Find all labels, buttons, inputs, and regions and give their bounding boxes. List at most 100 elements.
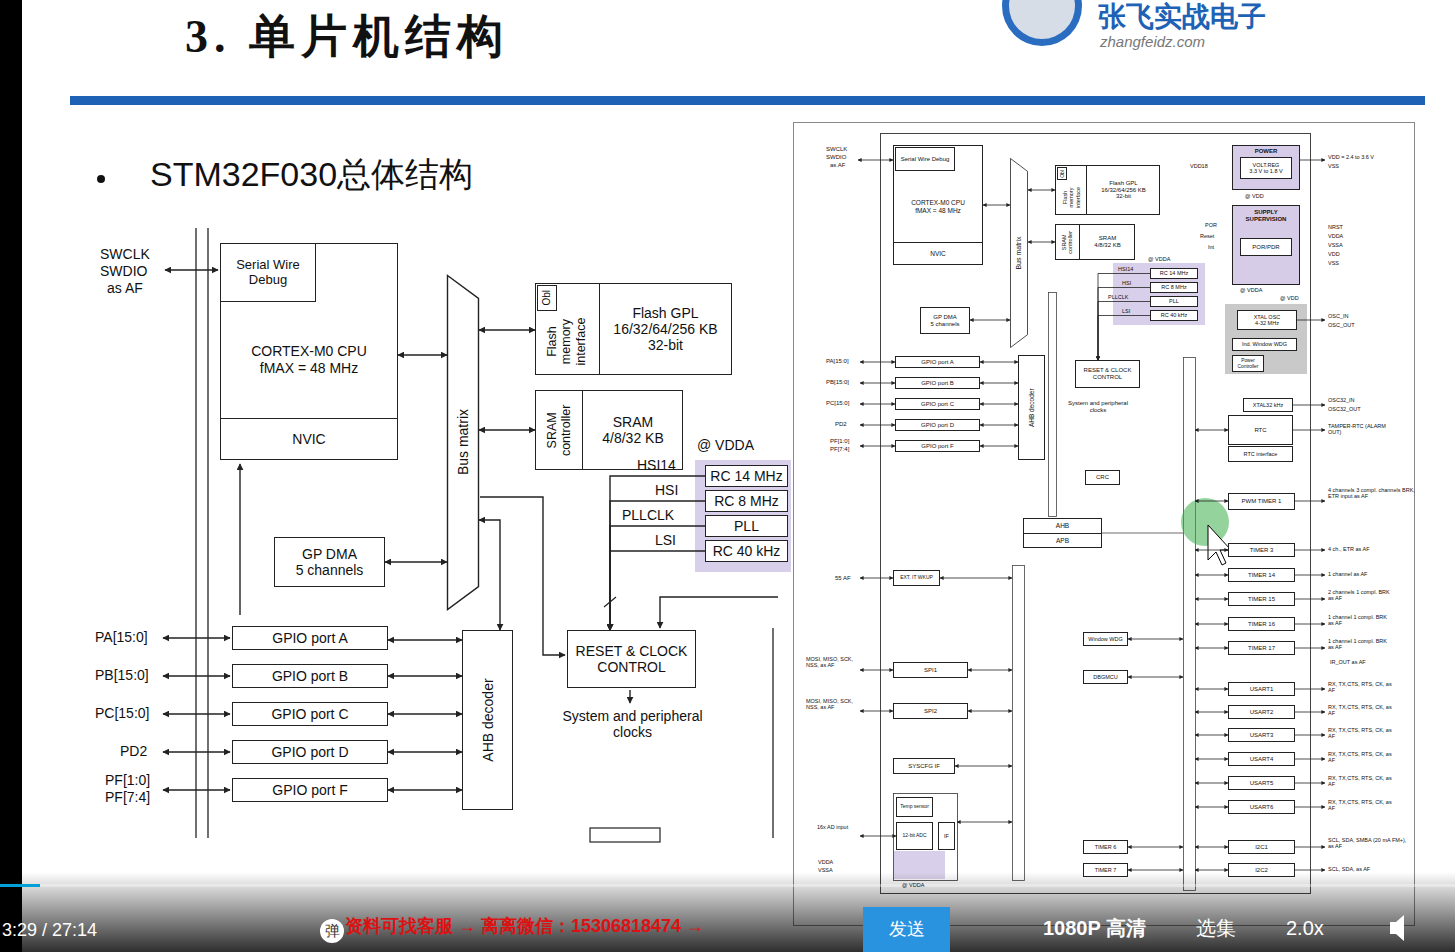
pin-name: PD2 <box>835 421 847 428</box>
pin-name: OSC_OUT <box>1328 322 1355 328</box>
note: System and peripheral clocks <box>550 708 715 740</box>
block-box: RESET & CLOCK CONTROL <box>1075 360 1140 388</box>
signal-arrow <box>1295 550 1325 551</box>
pin-name: MOSI, MISO, SCK, NSS, as AF <box>806 698 856 711</box>
pin-name: VSS <box>1328 260 1339 266</box>
block-box: SYSCFG IF <box>893 758 955 774</box>
block-label: SRAM controller <box>544 392 573 468</box>
block-box: GP DMA5 channels <box>920 307 970 334</box>
block-box: USART4 <box>1228 752 1295 766</box>
signal-arrow <box>1295 735 1325 736</box>
signal-arrow <box>1295 648 1325 649</box>
bus-connection <box>388 639 462 640</box>
block-box: Window WDG <box>1083 632 1128 646</box>
bus-connection <box>385 561 447 562</box>
block-label: AHB <box>1024 519 1101 533</box>
block-box: USART1 <box>1228 682 1295 696</box>
block-box: GPIO port B <box>895 377 980 389</box>
block-label: RC 14 MHz <box>710 468 782 484</box>
block-label: IF <box>944 833 949 839</box>
signal-arrow <box>1195 735 1228 736</box>
signal-arrow <box>860 383 895 384</box>
block-box: RTC interface <box>1228 446 1293 462</box>
block-label: RC 40 kHz <box>713 543 781 559</box>
block-box: XTAL32 kHz <box>1243 398 1293 412</box>
block-box: Flash memory interface <box>1055 165 1087 215</box>
signal-arrow <box>860 446 895 447</box>
signal-arrow <box>955 766 1012 767</box>
pin-name: OSC32_IN <box>1328 397 1355 403</box>
logo-ring <box>1002 0 1082 46</box>
block-label: Flash GPL <box>632 305 698 321</box>
block-label: Obl <box>541 287 553 309</box>
block-box: GPIO port C <box>232 702 388 726</box>
supply-label: @ VDDA <box>902 882 924 888</box>
signal-arrow <box>860 425 895 426</box>
block-label: I2C2 <box>1255 867 1268 874</box>
pin-name: PF[1:0] <box>105 772 150 788</box>
block-label: USART1 <box>1250 686 1274 693</box>
block-label: fMAX = 48 MHz <box>260 360 358 376</box>
block-box: GPIO port D <box>232 740 388 764</box>
block-box: POWERVOLT.REG3.3 V to 1.8 V <box>1232 145 1300 190</box>
pin-name: PC[15:0] <box>95 705 149 721</box>
block-label: Flash memory interface <box>545 312 588 372</box>
pin-name: SCL, SDA, SMBA (20 mA FM+), as AF <box>1328 837 1410 850</box>
block-box: GPIO port B <box>232 664 388 688</box>
signal-arrow <box>860 670 893 671</box>
clock-line <box>1098 274 1150 361</box>
block-box: TIMER 17 <box>1228 641 1295 655</box>
signal-arrow <box>1295 847 1325 848</box>
block-box: RC 40 kHz <box>1150 310 1198 321</box>
block-label: RTC interface <box>1244 451 1278 457</box>
signal-arrow <box>1195 870 1228 871</box>
pin-name: SWDIO <box>826 154 846 161</box>
pin-name: NRST <box>1328 224 1343 230</box>
pin-name: OSC32_OUT <box>1328 406 1361 412</box>
quality-button: 1080P 高清 <box>1043 917 1146 940</box>
block-label: 5 channels <box>930 321 959 328</box>
signal-arrow <box>1195 599 1228 600</box>
block-box: 发送 <box>863 907 950 952</box>
logo-photo <box>1009 0 1075 39</box>
clock-line <box>610 526 705 630</box>
block-label: AHB decoder <box>1028 357 1035 458</box>
block-box: PWM TIMER 1 <box>1228 493 1295 510</box>
block-label: GPIO port C <box>921 401 954 408</box>
block-label: Bus matrix <box>455 277 471 608</box>
block-label: TIMER 15 <box>1248 596 1275 603</box>
block-label: USART4 <box>1250 756 1274 763</box>
signal-name: HSI14 <box>1118 266 1133 272</box>
block-label: RC 8 MHz <box>1161 284 1186 290</box>
bus-connection <box>980 404 1018 405</box>
block-box: I2C1 <box>1228 840 1295 854</box>
signal-arrow <box>968 711 1012 712</box>
block-label: VOLT.REG <box>1253 162 1280 168</box>
signal-name: HSI <box>655 482 678 498</box>
signal-arrow <box>1128 639 1183 640</box>
signal-arrow <box>1195 759 1228 760</box>
block-label: RESET & CLOCK CONTROL <box>1079 367 1137 381</box>
signal-arrow <box>858 160 893 161</box>
signal-arrow <box>1293 405 1325 406</box>
bus-connection <box>980 446 1018 447</box>
block-label: NVIC <box>930 250 946 257</box>
block-box: DBGMCU <box>1083 670 1128 684</box>
block-label: 32-bit <box>1116 193 1131 200</box>
signal-arrow <box>1295 712 1325 713</box>
block-label: GPIO port A <box>921 359 953 366</box>
block-box: SPI1 <box>893 662 968 678</box>
bullet <box>97 175 105 183</box>
block-label: SRAM <box>613 414 653 430</box>
block-label: Power Controller <box>1234 358 1262 369</box>
pin-name: OSC_IN <box>1328 313 1348 319</box>
pin-name: 16x AD input <box>817 824 855 830</box>
pin-name: RX, TX,CTS, RTS, CK, as AF <box>1328 751 1394 764</box>
block-box: CRC <box>1085 470 1120 485</box>
supply-label: VDD18 <box>1190 163 1208 169</box>
block-label: PLL <box>734 518 759 534</box>
block-box: VOLT.REG3.3 V to 1.8 V <box>1240 157 1292 179</box>
slide-title: 3. 单片机结构 <box>185 6 509 68</box>
progress-track <box>0 884 1455 887</box>
